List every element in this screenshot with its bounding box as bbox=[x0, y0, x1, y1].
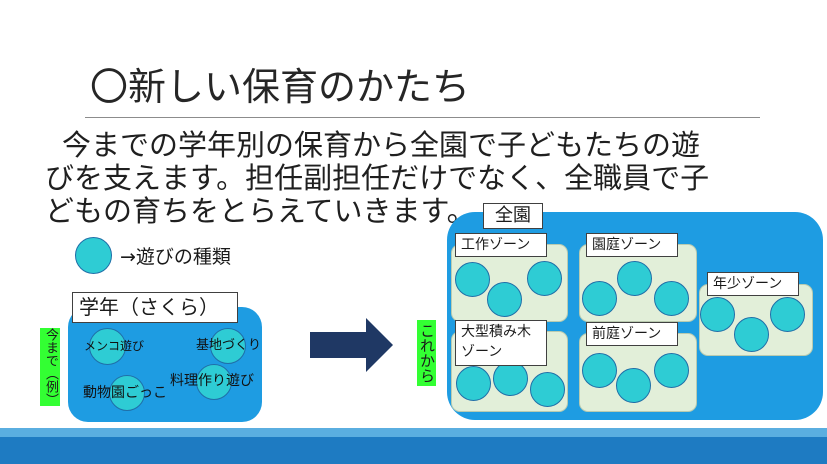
activity-label: 基地づくり bbox=[196, 338, 262, 353]
body-line: どもの育ちをとらえていきます。 bbox=[45, 194, 476, 228]
activity-circle-icon bbox=[487, 282, 522, 317]
zone-label: 園庭ゾーン bbox=[586, 233, 678, 257]
activity-circle-icon bbox=[196, 364, 232, 400]
activity-circle-icon bbox=[582, 353, 617, 388]
activity-circle-icon bbox=[654, 353, 689, 388]
footer-band-light bbox=[0, 428, 827, 437]
activity-circle-icon bbox=[617, 261, 652, 296]
activity-circle-icon bbox=[770, 297, 805, 332]
right-arrow-icon bbox=[310, 318, 393, 372]
zone-label: 大型積み木ゾーン bbox=[455, 320, 547, 366]
body-text: 今までの学年別の保育から全園で子どもたちの遊 びを支えます。担任副担任だけでなく… bbox=[45, 129, 765, 228]
body-line: びを支えます。担任副担任だけでなく、全職員で子 bbox=[45, 161, 710, 195]
zone-label: 年少ゾーン bbox=[707, 272, 799, 296]
slide-title: 〇新しい保育のかたち bbox=[90, 65, 471, 109]
zone-label: 前庭ゾーン bbox=[586, 322, 678, 346]
activity-label: 料理作り遊び bbox=[170, 373, 254, 389]
footer-band bbox=[0, 437, 827, 464]
activity-label: 動物園ごっこ bbox=[83, 385, 167, 401]
activity-circle-icon bbox=[75, 237, 112, 274]
activity-circle-icon bbox=[530, 372, 565, 407]
whole-school-label: 全園 bbox=[483, 203, 543, 229]
activity-circle-icon bbox=[456, 366, 491, 401]
activity-circle-icon bbox=[493, 361, 528, 396]
activity-circle-icon bbox=[109, 375, 145, 411]
future-side-label: これから bbox=[417, 320, 436, 386]
grade-group-box bbox=[68, 307, 262, 422]
title-divider bbox=[85, 117, 760, 118]
activity-circle-icon bbox=[89, 328, 126, 365]
zone-label: 工作ゾーン bbox=[455, 233, 547, 257]
legend-label: →遊びの種類 bbox=[120, 246, 231, 268]
activity-label: メンコ遊び bbox=[84, 339, 145, 353]
grade-group-label: 学年（さくら） bbox=[72, 292, 238, 323]
activity-circle-icon bbox=[616, 368, 651, 403]
activity-circle-icon bbox=[654, 281, 689, 316]
activity-circle-icon bbox=[527, 261, 562, 296]
current-side-label: 今まで（例） bbox=[40, 328, 60, 406]
activity-circle-icon bbox=[700, 297, 735, 332]
activity-circle-icon bbox=[582, 281, 617, 316]
activity-circle-icon bbox=[210, 328, 246, 364]
body-line: 今までの学年別の保育から全園で子どもたちの遊 bbox=[62, 128, 701, 162]
arrow-shape bbox=[310, 318, 393, 372]
activity-circle-icon bbox=[734, 317, 769, 352]
activity-circle-icon bbox=[455, 262, 490, 297]
